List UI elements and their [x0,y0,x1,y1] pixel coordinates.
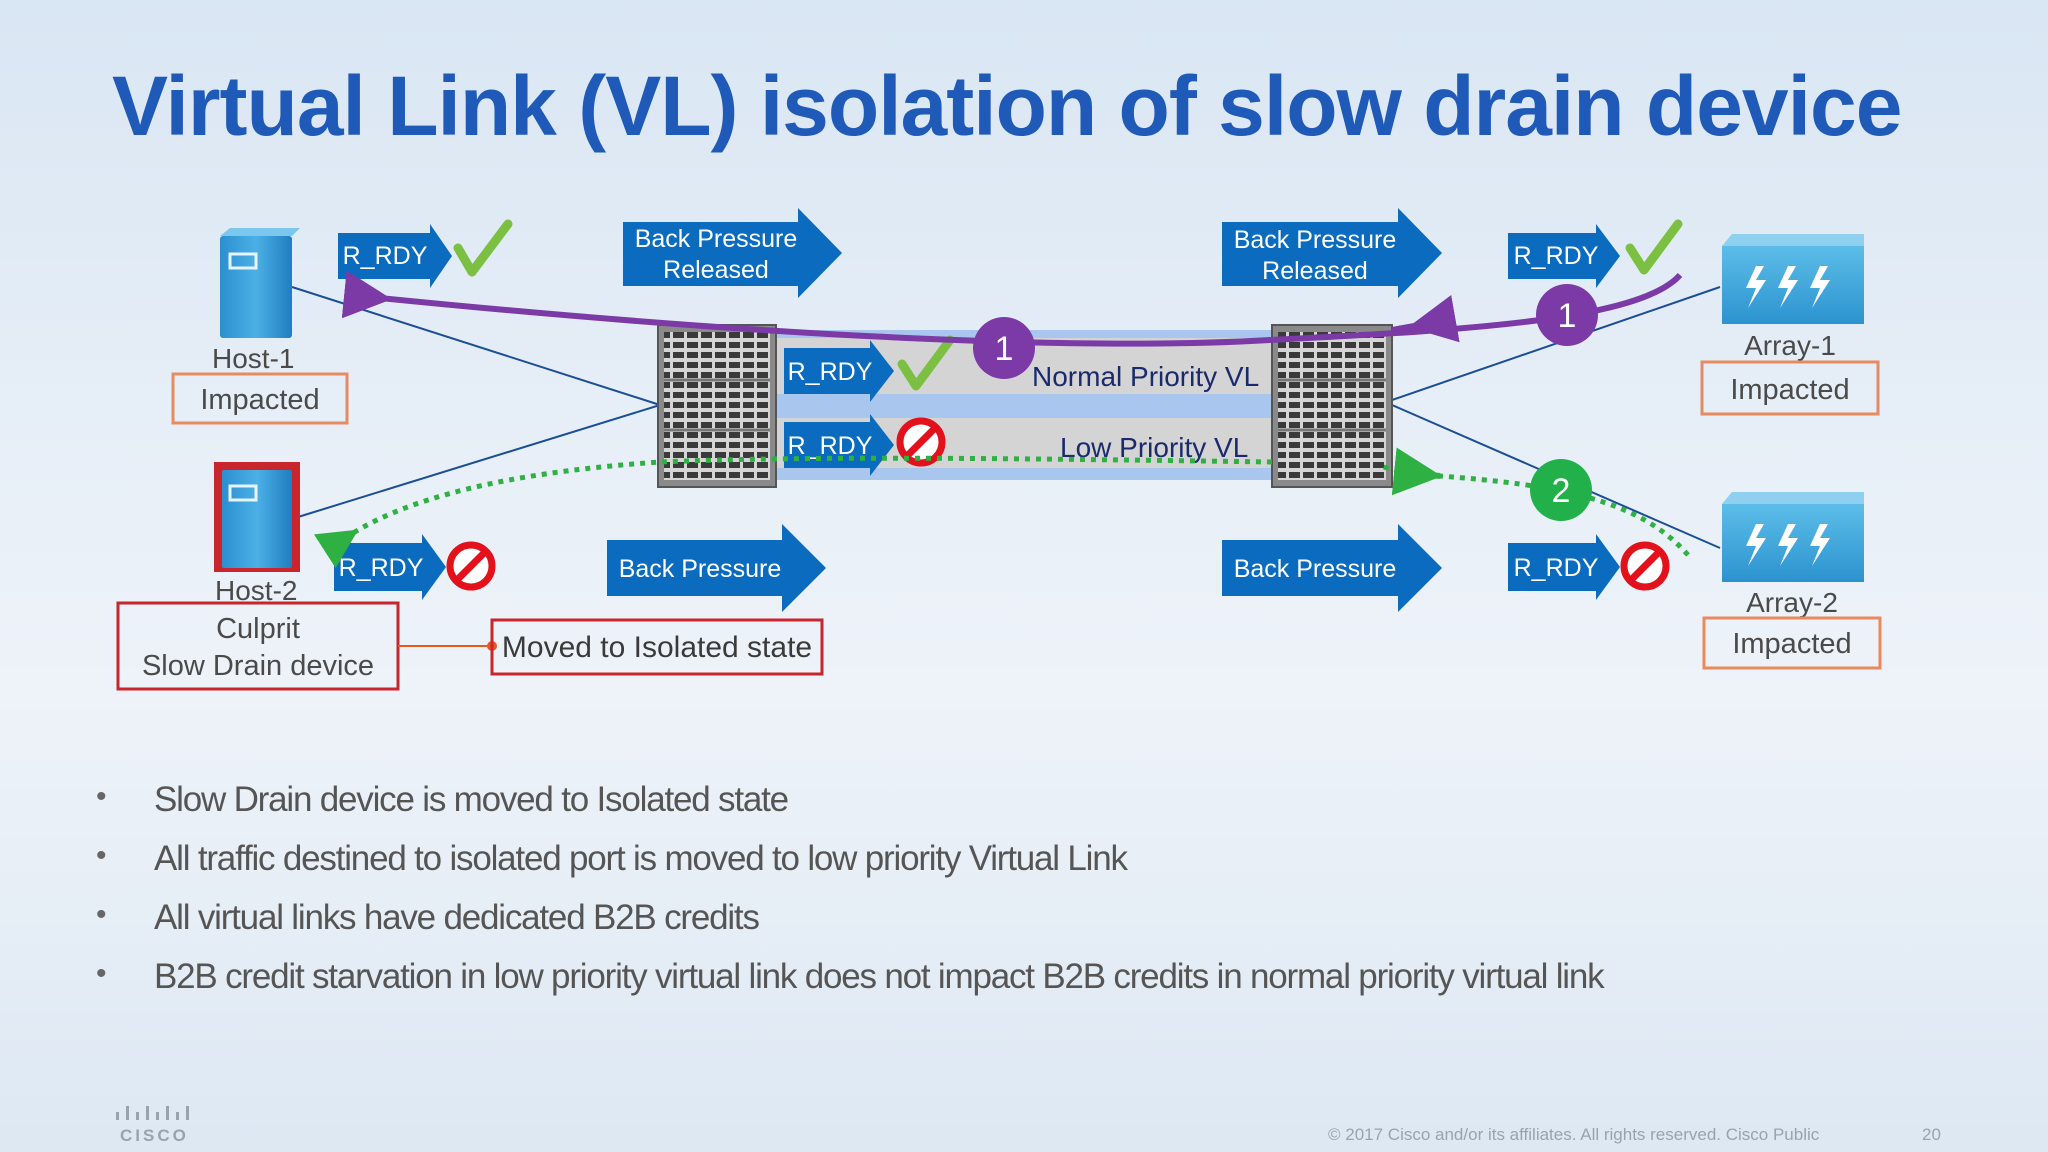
checkmark-icon [453,219,513,277]
r-rdy-arrow-low-vl: R_RDY [784,414,894,476]
low-vl-label: Low Priority VL [1060,432,1248,463]
bullet-item: All virtual links have dedicated B2B cre… [96,898,1603,957]
svg-text:R_RDY: R_RDY [1514,242,1599,270]
page-number: 20 [1922,1125,1941,1144]
step-marker-1: 1 [1536,284,1598,346]
host2-link [297,404,661,518]
bullet-item: B2B credit starvation in low priority vi… [96,957,1605,1016]
cisco-bars-icon: CISCO [116,1106,189,1145]
bullet-list: Slow Drain device is moved to Isolated s… [96,780,1605,1016]
checkmark-icon [1625,219,1683,275]
checkmark-icon [897,335,955,391]
server-icon [214,462,300,572]
svg-text:R_RDY: R_RDY [788,358,873,386]
svg-text:1: 1 [1558,297,1577,335]
host2-status-slow-drain: Slow Drain device [142,650,374,682]
slide-title: Virtual Link (VL) isolation of slow drai… [112,59,1902,153]
r-rdy-arrow-host2: R_RDY [334,534,446,600]
no-entry-icon [446,541,496,591]
svg-text:CISCO: CISCO [120,1126,189,1144]
green-flow-arrowhead [1391,447,1442,496]
bp-released-arrow-left: Back Pressure Released [623,208,842,298]
svg-text:Back Pressure: Back Pressure [1234,555,1397,583]
svg-text:Back Pressure: Back Pressure [635,225,798,253]
svg-text:Back Pressure: Back Pressure [1234,226,1397,254]
array2-status-box [1702,616,1882,670]
r-rdy-arrow-array1: R_RDY [1508,224,1620,288]
copyright-footer: © 2017 Cisco and/or its affiliates. All … [1328,1125,1820,1144]
r-rdy-arrow-array2: R_RDY [1508,534,1620,600]
bullet-item: Slow Drain device is moved to Isolated s… [96,780,1603,839]
array2-name: Array-2 [1746,587,1838,618]
purple-flow-arrowhead [1391,295,1460,343]
step-marker-2: 2 [1530,459,1592,521]
cisco-logo: CISCO [112,1098,202,1149]
array1-status-box [1700,360,1880,416]
r-rdy-arrow-host1: R_RDY [338,224,452,288]
green-flow-left [313,455,1273,569]
host2-name: Host-2 [215,575,297,606]
server-icon [220,228,300,338]
bp-released-arrow-right: Back Pressure Released [1222,208,1442,298]
back-pressure-arrow-left: Back Pressure [607,524,826,612]
host1-status-box [171,372,349,425]
svg-text:2: 2 [1552,472,1571,510]
svg-text:R_RDY: R_RDY [343,242,428,270]
r-rdy-arrow-normal-vl: R_RDY [784,340,894,402]
step-marker-1: 1 [973,317,1035,379]
svg-text:Released: Released [663,256,769,284]
host1-name: Host-1 [212,343,294,374]
host2-status-culprit: Culprit [216,613,300,645]
storage-array-icon [1722,492,1864,582]
back-pressure-arrow-right: Back Pressure [1222,524,1442,612]
array1-name: Array-1 [1744,330,1836,361]
svg-text:Released: Released [1262,257,1368,285]
bullet-item: All traffic destined to isolated port is… [96,839,1603,898]
svg-text:Back Pressure: Back Pressure [619,555,782,583]
isolated-callout-box [490,618,824,676]
switch-chassis-icon [1271,324,1393,488]
normal-vl-label: Normal Priority VL [1032,361,1259,392]
svg-text:1: 1 [995,330,1014,368]
svg-text:R_RDY: R_RDY [339,554,424,582]
host1-status: Impacted [200,384,319,416]
isolated-callout: Moved to Isolated state [502,631,812,664]
array1-status: Impacted [1730,374,1849,406]
no-entry-icon [1620,541,1670,591]
svg-text:R_RDY: R_RDY [788,432,873,460]
svg-text:R_RDY: R_RDY [1514,554,1599,582]
array2-status: Impacted [1732,628,1851,660]
no-entry-icon [896,417,946,467]
storage-array-icon [1722,234,1864,324]
